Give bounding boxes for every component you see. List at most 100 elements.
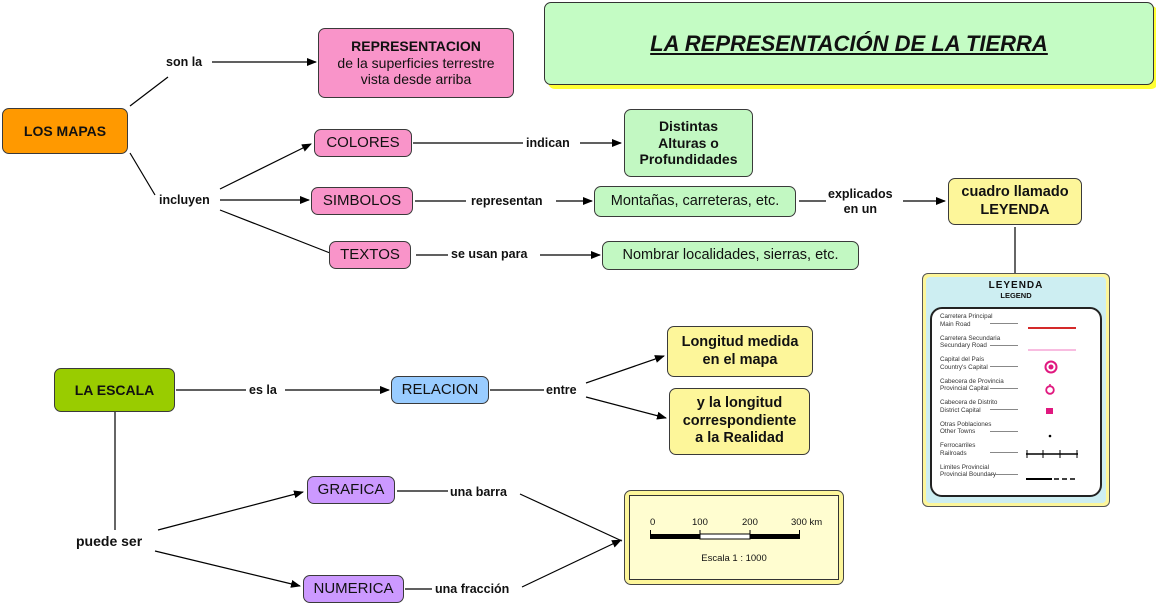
scale-tick: 200	[742, 517, 758, 528]
legend-leader-line	[990, 387, 1018, 389]
legend-row-label-en: Main Road	[940, 320, 971, 328]
page-title: LA REPRESENTACIÓN DE LA TIERRA	[544, 2, 1154, 85]
scale-bar	[650, 530, 800, 540]
legend-row-label-en: Secundary Road	[940, 342, 987, 350]
scale-segment	[650, 534, 700, 539]
square-icon	[1046, 403, 1054, 421]
node-relacion[interactable]: RELACION	[391, 376, 489, 404]
link-se-usan-para: se usan para	[451, 247, 528, 262]
node-representacion[interactable]: REPRESENTACION de la superficies terrest…	[318, 28, 514, 98]
link-incluyen: incluyen	[159, 193, 210, 208]
legend-row-label-en: Country's Capital	[940, 363, 988, 371]
link-son-la: son la	[166, 55, 203, 70]
scale-bar-image: 0 100 200 300 km Escala 1 : 1000	[624, 490, 844, 585]
node-label: LEYENDA	[980, 201, 1050, 218]
node-longitud-realidad[interactable]: y la longitud correspondiente a la Reali…	[669, 388, 810, 455]
legend-leader-line	[990, 473, 1018, 475]
node-label: Montañas, carreteras, etc.	[610, 192, 780, 209]
legend-row-label-es: Carretera Secundaria	[940, 334, 1001, 342]
link-entre: entre	[546, 383, 577, 398]
legend-row-label-es: Cabecera de Distrito	[940, 399, 998, 406]
legend-row-label-es: Ferrocarriles	[940, 442, 976, 449]
node-colores[interactable]: COLORES	[314, 129, 412, 157]
node-label: GRAFICA	[317, 481, 385, 498]
node-longitud-mapa[interactable]: Longitud medida en el mapa	[667, 326, 813, 377]
node-label: RELACION	[401, 381, 479, 398]
link-indican: indican	[526, 136, 570, 151]
node-numerica[interactable]: NUMERICA	[303, 575, 404, 603]
node-simbolos[interactable]: SIMBOLOS	[311, 187, 413, 215]
legend-leader-line	[990, 323, 1018, 324]
star-circle-icon	[1044, 360, 1058, 379]
node-nombrar[interactable]: Nombrar localidades, sierras, etc.	[602, 241, 859, 270]
scale-segment	[699, 533, 751, 540]
red-line-icon	[1028, 317, 1076, 335]
legend-subtitle: LEGEND	[1000, 291, 1032, 300]
legend-row-label-es: Limites Provincial	[940, 463, 989, 471]
node-label: en el mapa	[702, 351, 778, 368]
title-text: LA REPRESENTACIÓN DE LA TIERRA	[650, 30, 1048, 56]
scale-tick: 300 km	[791, 517, 823, 528]
legend-leader-line	[990, 366, 1018, 367]
node-label: correspondiente	[682, 412, 797, 429]
legend-leader-line	[990, 344, 1018, 346]
link-label-line: explicados	[828, 187, 893, 201]
node-los-mapas[interactable]: LOS MAPAS	[2, 108, 128, 154]
legend-leader-line	[990, 452, 1018, 453]
pink-line-icon	[1028, 339, 1076, 357]
node-label: LA ESCALA	[74, 381, 155, 398]
legend-row-label-en: Provincial Boundary	[940, 471, 997, 479]
node-label: COLORES	[326, 134, 400, 151]
node-grafica[interactable]: GRAFICA	[307, 476, 395, 504]
dot-icon	[1048, 425, 1052, 443]
node-la-escala[interactable]: LA ESCALA	[54, 368, 175, 412]
link-representan: representan	[471, 194, 543, 209]
scale-tick: 100	[692, 517, 708, 528]
node-label: REPRESENTACION	[351, 37, 481, 54]
node-label: cuadro llamado	[961, 184, 1069, 201]
node-label: a la Realidad	[695, 430, 784, 447]
legend-row-label-en: Railroads	[940, 449, 967, 457]
legend-leader-line	[990, 409, 1018, 410]
link-puede-ser: puede ser	[76, 533, 143, 550]
node-distintas[interactable]: Distintas Alturas o Profundidades	[624, 109, 753, 177]
node-label: TEXTOS	[340, 246, 400, 263]
link-explicados-en-un: explicados en un	[828, 187, 893, 217]
legend-row-label-en: Provincial Capital	[940, 385, 989, 393]
legend-title: LEYENDA	[988, 280, 1044, 291]
link-es-la: es la	[249, 383, 277, 398]
link-una-barra: una barra	[450, 485, 507, 500]
link-una-fraccion: una fracción	[435, 582, 510, 597]
legend-row-label-en: District Capital	[940, 406, 981, 414]
node-label: y la longitud	[696, 395, 783, 412]
legend-leader-line	[990, 430, 1018, 432]
node-textos[interactable]: TEXTOS	[329, 241, 411, 269]
legend-row-label-es: Cabecera de Provincia	[940, 377, 1004, 385]
node-montanas[interactable]: Montañas, carreteras, etc.	[594, 186, 796, 217]
node-label: NUMERICA	[313, 580, 394, 597]
legend-row-label-es: Capital del País	[940, 356, 985, 363]
scale-tick: 0	[650, 517, 656, 528]
node-label: Longitud medida	[681, 334, 799, 351]
legend-row-label-en: Other Towns	[940, 428, 976, 436]
node-label: SIMBOLOS	[322, 192, 402, 209]
legend-row-label-es: Otras Poblaciones	[940, 420, 992, 428]
node-label: Nombrar localidades, sierras, etc.	[622, 246, 839, 263]
link-label-line: en un	[843, 202, 877, 216]
node-label: Profundidades	[639, 151, 738, 168]
railroad-icon	[1026, 446, 1078, 464]
node-label: vista desde arriba	[360, 71, 472, 88]
node-cuadro-leyenda[interactable]: cuadro llamado LEYENDA	[948, 178, 1082, 225]
open-circle-icon	[1044, 382, 1056, 400]
scale-segment	[750, 534, 800, 539]
